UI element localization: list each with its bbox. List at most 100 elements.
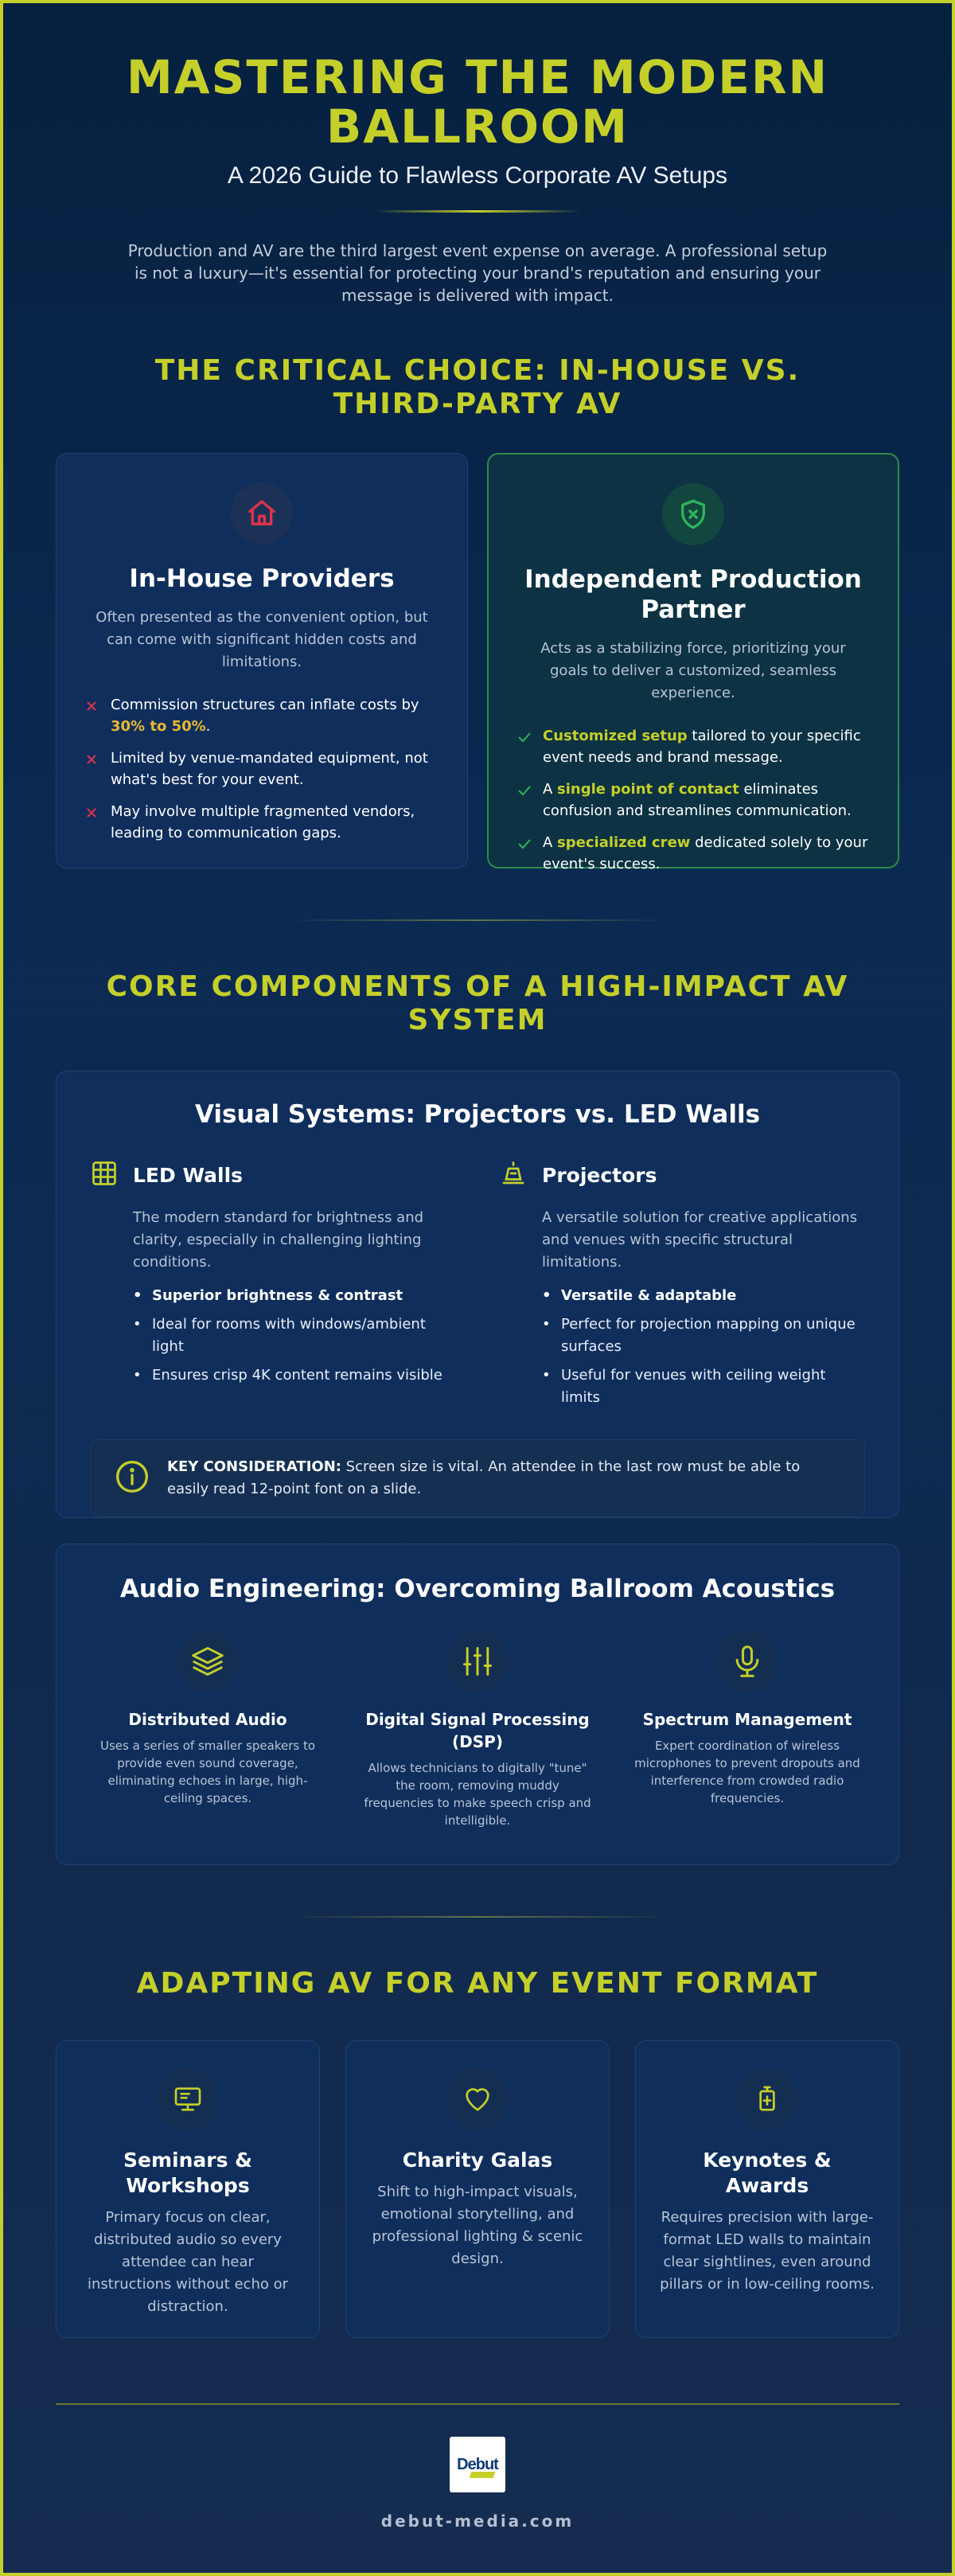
page-title: MASTERING THE MODERN BALLROOM [126, 50, 829, 154]
list-item: Customized setup tailored to your specif… [516, 725, 871, 768]
key-label: KEY CONSIDERATION: [167, 1458, 341, 1475]
hero-section: MASTERING THE MODERN BALLROOM A 2026 Gui… [56, 3, 899, 306]
shield-icon [662, 483, 724, 545]
list-text: Limited by venue-mandated equipment, not… [111, 750, 428, 788]
grid-icon [90, 1159, 119, 1191]
projector-desc: A versatile solution for creative applic… [542, 1209, 858, 1270]
list-item: Limited by venue-mandated equipment, not… [84, 747, 440, 790]
monitor-icon [157, 2068, 219, 2130]
partner-list: Customized setup tailored to your specif… [516, 725, 871, 875]
list-item: May involve multiple fragmented vendors,… [84, 801, 440, 844]
audio-heading: Audio Engineering: Overcoming Ballroom A… [119, 1575, 836, 1603]
format-desc: Requires precision with large-format LED… [660, 2209, 875, 2293]
format-title: Charity Galas [402, 2149, 553, 2172]
projector-column: Projectors A versatile solution for crea… [499, 1159, 865, 1415]
format-title: Seminars & Workshops [123, 2149, 252, 2197]
inhouse-list: Commission structures can inflate costs … [84, 694, 440, 844]
audio-item: Digital Signal Processing (DSP) Allows t… [350, 1630, 605, 1829]
list-text: dedicated solely to your event's success… [543, 834, 868, 872]
visual-columns: LED Walls The modern standard for bright… [90, 1159, 865, 1415]
x-icon [84, 694, 111, 737]
section-divider [286, 919, 668, 921]
projector-bullets: Versatile & adaptable Perfect for projec… [542, 1285, 865, 1409]
section-divider [286, 1916, 668, 1918]
list-item: A single point of contact eliminates con… [516, 779, 871, 822]
x-icon [84, 801, 111, 844]
audio-item-title: Spectrum Management [642, 1710, 852, 1729]
check-icon [516, 779, 543, 822]
partner-desc: Acts as a stabilizing force, prioritizin… [540, 640, 846, 701]
footer-divider [56, 2403, 899, 2405]
layers-icon [177, 1630, 239, 1692]
check-icon [516, 832, 543, 875]
led-title: LED Walls [133, 1163, 244, 1187]
list-text: Commission structures can inflate costs … [111, 697, 419, 713]
formats-title: ADAPTING AV FOR ANY EVENT FORMAT [136, 1967, 819, 2000]
audio-item-desc: Uses a series of smaller speakers to pro… [99, 1739, 316, 1805]
format-title: Keynotes & Awards [703, 2149, 832, 2197]
page-content: MASTERING THE MODERN BALLROOM A 2026 Gui… [56, 3, 899, 2531]
visual-heading: Visual Systems: Projectors vs. LED Walls [194, 1100, 761, 1129]
format-desc: Primary focus on clear, distributed audi… [87, 2209, 289, 2315]
list-text: . [205, 718, 211, 735]
projector-icon [499, 1159, 528, 1191]
audio-item: Distributed Audio Uses a series of small… [80, 1630, 335, 1829]
list-item: Ensures crisp 4K content remains visible [133, 1364, 456, 1387]
list-highlight: 30% to 50% [111, 718, 206, 735]
list-item: Superior brightness & contrast [133, 1285, 456, 1307]
list-text: tailored to your specific event needs an… [543, 728, 861, 766]
logo-text: Debut [457, 2455, 499, 2473]
footer-website[interactable]: debut-media.com [380, 2512, 575, 2531]
audio-item-title: Digital Signal Processing (DSP) [365, 1710, 590, 1751]
list-item: Useful for venues with ceiling weight li… [542, 1364, 865, 1409]
inhouse-heading: In-House Providers [129, 564, 395, 593]
heart-icon [446, 2068, 509, 2130]
audio-item-desc: Expert coordination of wireless micropho… [634, 1739, 860, 1805]
logo-swoosh [469, 2472, 496, 2478]
list-highlight: specialized crew [557, 834, 691, 851]
check-icon [516, 725, 543, 768]
inhouse-desc: Often presented as the convenient option… [96, 609, 428, 670]
hero-divider [374, 210, 581, 213]
list-text: A [543, 781, 558, 798]
components-title: CORE COMPONENTS OF A HIGH-IMPACT AV SYST… [106, 970, 849, 1036]
key-text: Screen size is vital. An attendee in the… [167, 1458, 801, 1497]
sliders-icon [446, 1630, 509, 1692]
format-card: Seminars & Workshops Primary focus on cl… [56, 2040, 320, 2338]
x-icon [84, 747, 111, 790]
led-desc: The modern standard for brightness and c… [133, 1209, 424, 1270]
list-item: Commission structures can inflate costs … [84, 694, 440, 737]
list-item: A specialized crew dedicated solely to y… [516, 832, 871, 875]
inhouse-card: In-House Providers Often presented as th… [56, 453, 468, 868]
format-card: Charity Galas Shift to high-impact visua… [345, 2040, 610, 2338]
audio-item-desc: Allows technicians to digitally "tune" t… [364, 1761, 591, 1828]
brand-logo: Debut [450, 2437, 505, 2492]
list-item: Perfect for projection mapping on unique… [542, 1313, 865, 1358]
choice-title: THE CRITICAL CHOICE: IN-HOUSE VS. THIRD-… [154, 354, 801, 420]
led-bullets: Superior brightness & contrast Ideal for… [133, 1285, 456, 1387]
page-subtitle: A 2026 Guide to Flawless Corporate AV Se… [227, 162, 728, 189]
partner-heading: Independent Production Partner [524, 565, 862, 624]
choice-section: THE CRITICAL CHOICE: IN-HOUSE VS. THIRD-… [56, 354, 899, 872]
format-desc: Shift to high-impact visuals, emotional … [372, 2184, 583, 2267]
list-text: May involve multiple fragmented vendors,… [111, 803, 415, 841]
format-cards: Seminars & Workshops Primary focus on cl… [56, 2040, 899, 2338]
key-consideration: KEY CONSIDERATION: Screen size is vital.… [90, 1439, 865, 1517]
list-text: eliminates confusion and streamlines com… [543, 781, 852, 819]
format-card: Keynotes & Awards Requires precision wit… [635, 2040, 899, 2338]
hero-intro: Production and AV are the third largest … [127, 241, 828, 305]
footer: Debut debut-media.com [56, 2403, 899, 2531]
components-section: CORE COMPONENTS OF A HIGH-IMPACT AV SYST… [56, 970, 899, 1865]
list-item: Ideal for rooms with windows/ambient lig… [133, 1313, 456, 1358]
list-highlight: Customized setup [543, 728, 688, 744]
audio-columns: Distributed Audio Uses a series of small… [80, 1630, 875, 1829]
projector-title: Projectors [542, 1163, 657, 1187]
list-highlight: single point of contact [557, 781, 739, 798]
partner-card: Independent Production Partner Acts as a… [487, 453, 899, 872]
formats-section: ADAPTING AV FOR ANY EVENT FORMAT Seminar… [56, 1967, 899, 2338]
visual-systems-card: Visual Systems: Projectors vs. LED Walls… [56, 1071, 899, 1518]
audio-card: Audio Engineering: Overcoming Ballroom A… [56, 1544, 899, 1865]
list-text: A [543, 834, 558, 851]
audio-item-title: Distributed Audio [128, 1710, 287, 1729]
list-item: Versatile & adaptable [542, 1285, 865, 1307]
